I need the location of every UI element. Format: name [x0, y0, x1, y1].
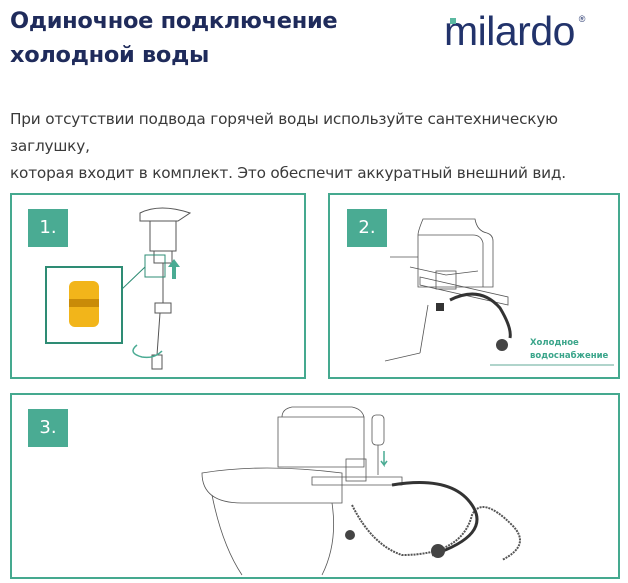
intro-line-2: которая входит в комплект. Это обеспечит…	[10, 164, 566, 182]
page-title: Одиночное подключение холодной воды	[10, 4, 338, 72]
intro-text: При отсутствии подвода горячей воды испо…	[10, 106, 628, 187]
step-2-panel: 2. Холодное водоснабжение	[328, 193, 620, 379]
cold-water-label: Холодное водоснабжение	[530, 337, 608, 363]
label-line-2: водоснабжение	[530, 351, 609, 361]
toilet-hygienic-shower-illustration	[201, 406, 521, 576]
step-3-panel: 3.	[10, 393, 620, 579]
label-line-1: Холодное	[530, 338, 579, 348]
step-1-number: 1.	[28, 209, 68, 247]
logo-text: milardo	[444, 8, 575, 54]
step-3-number: 3.	[28, 409, 68, 447]
brand-logo: milardo®	[444, 8, 585, 54]
step-1-panel: 1.	[10, 193, 306, 379]
intro-line-1: При отсутствии подвода горячей воды испо…	[10, 110, 558, 155]
step-2-number: 2.	[347, 209, 387, 247]
title-line-2: холодной воды	[10, 42, 209, 68]
faucet-plug-illustration	[45, 207, 192, 370]
cistern-faucet-illustration	[384, 218, 614, 366]
title-line-1: Одиночное подключение	[10, 8, 338, 34]
